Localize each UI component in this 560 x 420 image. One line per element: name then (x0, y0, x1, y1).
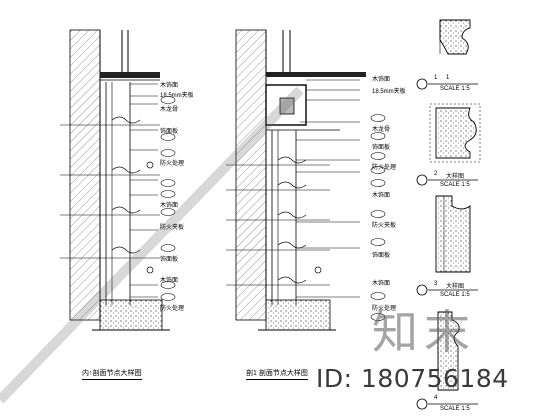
detail-4-scale: SCALE 1:5 (440, 406, 470, 412)
watermark-diagonal (0, 86, 304, 404)
middle-wall-section (226, 29, 366, 331)
left-note-9: 木饰面 (160, 278, 179, 284)
left-note-6: 木饰面 (160, 203, 179, 209)
left-note-7: 防火夹板 (160, 225, 185, 231)
detail-3-title: 大样图 (446, 284, 465, 290)
detail-3-scale: SCALE 1:5 (440, 292, 470, 298)
left-section-caption: 内↑剖面节点大样图 (82, 368, 142, 380)
detail-1-title: 1 (446, 75, 450, 81)
mid-note-7: 防火夹板 (372, 223, 397, 229)
mid-note-2: 18.5mm夹板 (372, 89, 406, 95)
detail-1-profile (439, 19, 471, 55)
left-note-8: 饰面板 (160, 257, 179, 263)
detail-2-title: 大样图 (446, 174, 465, 180)
detail-1-scale: SCALE 1:5 (440, 86, 470, 92)
detail-1-number: 1 (434, 75, 438, 81)
detail-3-marker (416, 284, 478, 296)
left-note-5: 防火处理 (160, 161, 185, 167)
detail-2-number: 2 (434, 171, 438, 177)
middle-callout-bubbles (370, 114, 386, 321)
mid-note-5: 防火处理 (372, 165, 397, 171)
detail-3-profile (435, 195, 471, 273)
mid-note-1: 木饰面 (372, 77, 391, 83)
left-callout-lines (130, 83, 158, 298)
detail-4-marker (416, 398, 478, 410)
detail-2-scale: SCALE 1:5 (440, 182, 470, 188)
detail-1-marker (416, 78, 478, 90)
mid-note-9: 木饰面 (372, 281, 391, 287)
detail-3-number: 3 (434, 281, 438, 287)
mid-note-4: 饰面板 (372, 145, 391, 151)
left-note-10: 防火处理 (160, 306, 185, 312)
detail-2-marker (416, 174, 478, 186)
left-wall-section (60, 29, 170, 331)
left-note-3: 木龙骨 (160, 107, 179, 113)
watermark-brand: 知末 (372, 305, 476, 359)
detail-4-profile (437, 311, 460, 391)
middle-callout-lines (296, 79, 360, 298)
left-note-4: 饰面板 (160, 129, 179, 135)
detail-2-profile (429, 103, 481, 163)
mid-note-3: 木龙骨 (372, 127, 391, 133)
left-note-2: 18.5mm夹板 (160, 93, 194, 99)
left-note-1: 木饰面 (160, 83, 179, 89)
detail-4-number: 4 (434, 395, 438, 401)
left-callout-bubbles (160, 96, 176, 301)
mid-note-10: 防火处理 (372, 306, 397, 312)
mid-note-8: 饰面板 (372, 253, 391, 259)
mid-note-6: 木饰面 (372, 193, 391, 199)
middle-section-caption: 剖1 剖面节点大样图 (246, 368, 308, 380)
watermark-id: ID: 180756184 (316, 364, 509, 393)
